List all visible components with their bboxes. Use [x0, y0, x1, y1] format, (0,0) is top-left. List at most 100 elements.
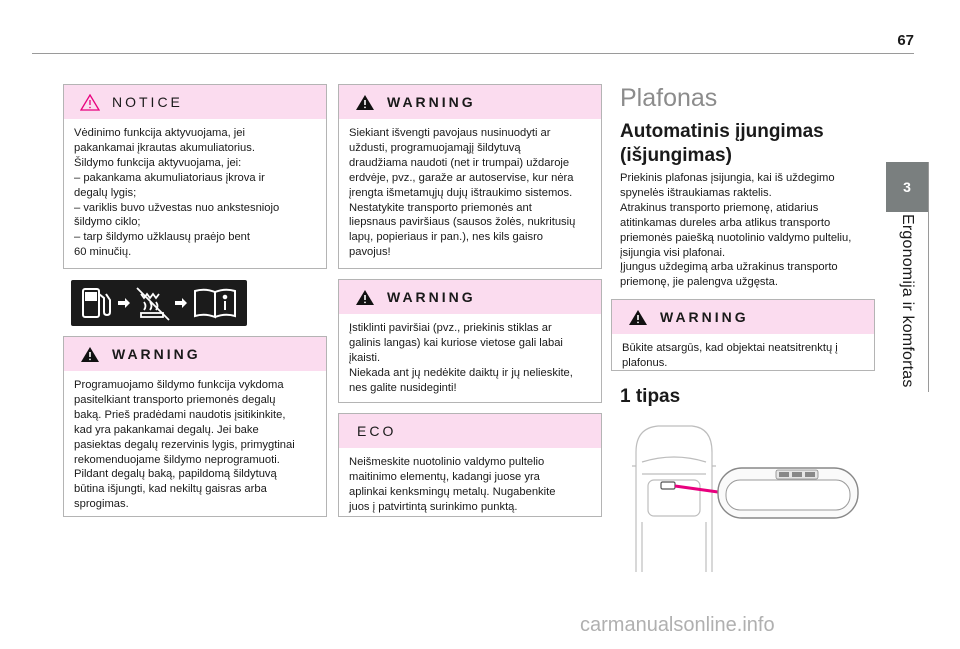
body-line: Atrakinus transporto priemonę, atidarius — [620, 201, 819, 214]
warning-line: pavojus! — [349, 246, 391, 259]
van-top-view-outline — [632, 425, 716, 572]
subsection-title: Automatinis įjungimas (išjungimas) — [620, 120, 860, 168]
warning-triangle-icon — [629, 309, 647, 325]
warning-line: Būkite atsargūs, kad objektai neatsitren… — [622, 342, 838, 354]
warning-header: WARNING — [64, 337, 326, 371]
body-line: įsijungia visi plafonai. — [620, 246, 726, 259]
warning-box: WARNING Siekiant išvengti pavojaus nusin… — [338, 84, 602, 269]
door-mode-button[interactable] — [779, 472, 789, 477]
warning-title: WARNING — [112, 346, 201, 362]
warning-line: Nestatykite transporto priemonės ant — [349, 201, 532, 214]
warning-box: WARNING Būkite atsargūs, kad objektai ne… — [611, 299, 875, 371]
warning-line: sprogimas. — [74, 498, 129, 511]
warning-line: kad yra pakankamai degalų. Jei bake — [74, 423, 259, 436]
warning-title: WARNING — [387, 289, 476, 305]
warning-body: Įstiklinti paviršiai (pvz., priekinis st… — [339, 314, 601, 402]
warning-triangle-icon — [356, 94, 374, 110]
arrow-icon — [175, 298, 187, 308]
notice-box: NOTICE Vėdinimo funkcija aktyvuojama, je… — [63, 84, 327, 269]
warning-line: Programuojamo šildymo funkcija vykdoma — [74, 379, 284, 391]
notice-line: degalų lygis; — [74, 186, 137, 199]
top-rule — [32, 53, 914, 54]
chapter-title: Ergonomija ir komfortas — [874, 214, 940, 454]
chapter-title-text: Ergonomija ir komfortas — [899, 214, 916, 388]
warning-body: Programuojamo šildymo funkcija vykdoma p… — [64, 371, 326, 518]
eco-title: ECO — [357, 423, 397, 439]
warning-body: Siekiant išvengti pavojaus nusinuodyti a… — [339, 119, 601, 266]
chapter-tab[interactable]: 3 — [886, 162, 928, 212]
warning-line: pasitelkiant transporto priemonės degalų — [74, 393, 276, 406]
pointer-line — [674, 484, 719, 494]
warning-line: pasiektas degalų rezervinis lygis, primy… — [74, 438, 295, 451]
warning-triangle-icon — [81, 346, 99, 362]
eco-line: aplinkai kenksmingų metalų. Nugabenkite — [349, 485, 556, 498]
dome-light-marker — [660, 481, 676, 490]
notice-line: – tarp šildymo užklausų praėjo bent — [74, 231, 250, 244]
warning-line: plafonus. — [622, 356, 668, 369]
warning-line: baką. Prieš pradėdami naudotis įsitikink… — [74, 408, 286, 421]
eco-line: maitinimo elementų, kadangi juose yra — [349, 470, 540, 483]
plafonas-description: Priekinis plafonas įsijungia, kai iš užd… — [620, 171, 870, 290]
chapter-divider — [928, 162, 929, 392]
dome-light-unit — [717, 467, 859, 519]
page-number: 67 — [897, 32, 914, 49]
warning-line: lapų, popieriaus ir pan.), nes kils gais… — [349, 231, 544, 244]
warning-box: WARNING Programuojamo šildymo funkcija v… — [63, 336, 327, 517]
notice-line: Šildymo funkcija aktyvuojama, jei: — [74, 156, 242, 169]
warning-line: įrengta išmetamųjų dujų ištraukimo siste… — [349, 186, 573, 199]
fuel-pump-icon — [82, 288, 111, 318]
heater-icons-strip — [71, 280, 247, 326]
dome-light-illustration — [632, 425, 859, 572]
body-line: atitinkamas dureles arba atlikus transpo… — [620, 216, 831, 229]
body-line: spynelės ištraukiamas raktelis. — [620, 186, 772, 199]
body-line: Priekinis plafonas įsijungia, kai iš užd… — [620, 172, 835, 184]
manual-book-icon — [194, 288, 236, 319]
eco-line: Neišmeskite nuotolinio valdymo pultelio — [349, 456, 545, 468]
warning-line: uždusti, programuojamąjį šildytuvą — [349, 141, 521, 154]
on-button[interactable] — [792, 472, 802, 477]
eco-line: juos į patvirtintą surinkimo punktą. — [349, 500, 518, 513]
off-button[interactable] — [805, 472, 815, 477]
warning-header: WARNING — [339, 85, 601, 119]
notice-line: – pakankama akumuliatoriaus įkrova ir — [74, 171, 265, 184]
warning-line: galinis langas) kai kuriose vietose gali… — [349, 336, 563, 349]
notice-line: Vėdinimo funkcija aktyvuojama, jei — [74, 127, 246, 139]
notice-line: šildymo ciklo; — [74, 216, 141, 229]
watermark: carmanualsonline.info — [580, 614, 775, 636]
warning-body: Būkite atsargūs, kad objektai neatsitren… — [612, 334, 874, 377]
heater-crossed-icon — [136, 287, 170, 321]
warning-title: WARNING — [660, 309, 749, 325]
body-line: Įjungus uždegimą arba užrakinus transpor… — [620, 261, 838, 274]
notice-body: Vėdinimo funkcija aktyvuojama, jei pakan… — [64, 119, 326, 266]
type-title: 1 tipas — [620, 386, 681, 407]
warning-title: WARNING — [387, 94, 476, 110]
notice-triangle-icon — [80, 93, 100, 111]
warning-line: Siekiant išvengti pavojaus nusinuodyti a… — [349, 127, 551, 139]
warning-box: WARNING Įstiklinti paviršiai (pvz., prie… — [338, 279, 602, 403]
notice-line: – variklis buvo užvestas nuo ankstesnioj… — [74, 201, 280, 214]
body-line: priemonę, jie palengva užgęsta. — [620, 276, 778, 289]
warning-line: Niekada ant jų nedėkite daiktų ir jų nel… — [349, 366, 573, 379]
notice-line: pakankamai įkrautas akumuliatorius. — [74, 141, 255, 154]
notice-header: NOTICE — [64, 85, 326, 119]
warning-line: Pildant degalų baką, papildomą šildytuvą — [74, 468, 277, 481]
section-title: Plafonas — [620, 84, 718, 112]
warning-line: erdvėje, pvz., garaže ar autoservise, ku… — [349, 171, 574, 184]
warning-triangle-icon — [356, 289, 374, 305]
warning-line: liepsnaus paviršiaus (sausos žolės, nukr… — [349, 216, 576, 229]
arrow-icon — [118, 298, 130, 308]
warning-line: būtina išjungti, kad nekiltų gaisras arb… — [74, 483, 267, 496]
warning-line: nes galite nusideginti! — [349, 381, 457, 394]
notice-line: 60 minučių. — [74, 246, 132, 259]
eco-body: Neišmeskite nuotolinio valdymo pultelio … — [339, 448, 601, 521]
warning-header: WARNING — [612, 300, 874, 334]
body-line: priemonės paiešką nuotolinio valdymo pul… — [620, 231, 852, 244]
warning-line: įkaisti. — [349, 351, 381, 364]
warning-header: WARNING — [339, 280, 601, 314]
subsection-title-line: (išjungimas) — [620, 145, 732, 166]
warning-line: Įstiklinti paviršiai (pvz., priekinis st… — [349, 322, 552, 334]
eco-box: ECO Neišmeskite nuotolinio valdymo pulte… — [338, 413, 602, 517]
notice-title: NOTICE — [112, 94, 183, 110]
subsection-title-line: Automatinis įjungimas — [620, 121, 824, 142]
warning-line: draudžiama naudoti (net ir trumpai) užda… — [349, 156, 570, 169]
